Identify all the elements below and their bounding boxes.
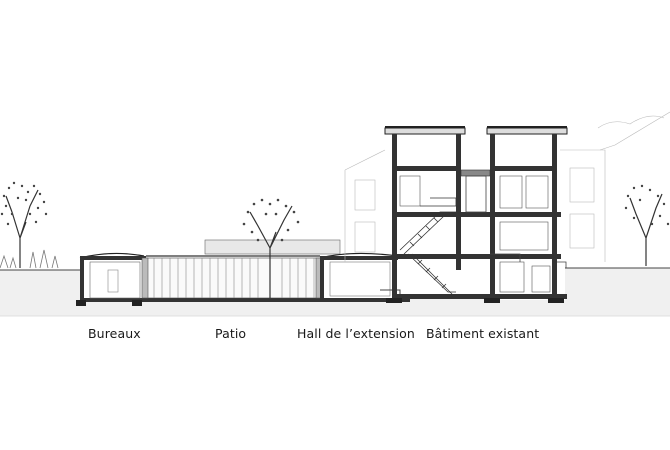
existing-building-facade: [344, 111, 670, 262]
office-wing: [76, 252, 410, 306]
label-bureaux: Bureaux: [88, 326, 141, 341]
ground: [0, 267, 670, 317]
tree-left: [0, 181, 59, 269]
label-batiment-existant: Bâtiment existant: [426, 326, 540, 341]
patio-structure: [141, 239, 341, 299]
label-patio: Patio: [215, 326, 247, 341]
extension-hall: [319, 252, 401, 302]
label-hall-extension: Hall de l’extension: [297, 326, 415, 341]
tree-patio: [242, 198, 300, 298]
existing-building-section: [384, 126, 568, 303]
tree-right: [624, 184, 670, 266]
